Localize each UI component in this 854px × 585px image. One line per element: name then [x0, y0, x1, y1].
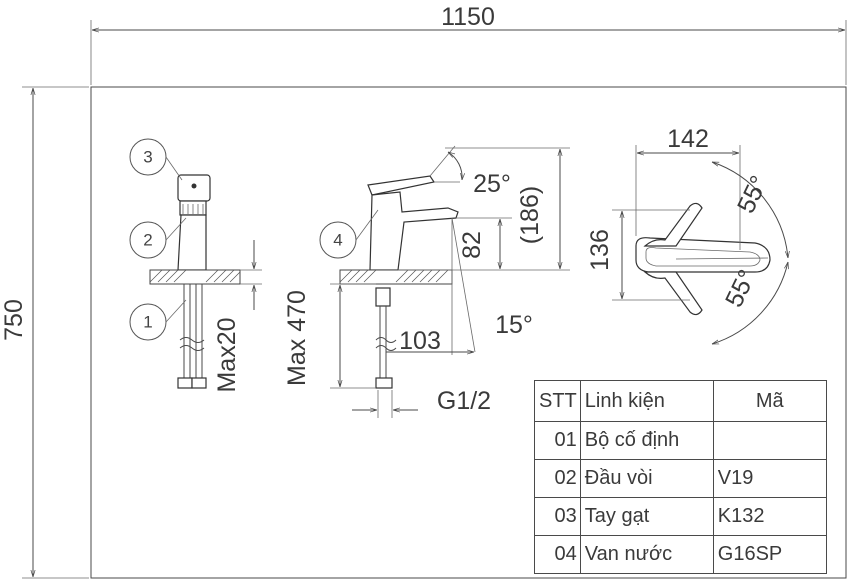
callout-1: 1: [129, 299, 187, 341]
overall-width-label: 1150: [441, 3, 495, 31]
table-row: 01 Bộ cố định: [534, 421, 827, 460]
spout-reach-label: 103: [399, 327, 441, 355]
cell-stt: 04: [534, 535, 581, 574]
cell-stt: 03: [534, 497, 581, 536]
svg-text:1: 1: [143, 313, 152, 332]
svg-text:4: 4: [333, 231, 342, 250]
lever-angle-label: 25°: [473, 170, 511, 198]
table-row: 04 Van nước G16SP: [534, 535, 827, 574]
cell-stt: 02: [534, 459, 581, 498]
cell-code: G16SP: [712, 535, 827, 574]
counter-thickness-label: Max20: [213, 317, 241, 392]
cell-code: [712, 421, 827, 460]
cell-name: Tay gạt: [579, 497, 714, 536]
overall-height-label: 750: [0, 299, 28, 341]
table-row: 02 Đầu vòi V19: [534, 459, 827, 498]
table-row: 03 Tay gạt K132: [534, 497, 827, 536]
svg-text:2: 2: [143, 231, 152, 250]
cell-code: K132: [712, 497, 827, 536]
thread-label: G1/2: [437, 387, 491, 415]
parts-table: STT Linh kiện Mã 01 Bộ cố định 02 Đầu vò…: [534, 380, 827, 574]
hose-length-label: Max 470: [283, 290, 311, 386]
header-code: Mã: [712, 380, 827, 422]
header-name: Linh kiện: [579, 380, 714, 422]
cell-name: Bộ cố định: [579, 421, 714, 460]
cell-name: Đầu vòi: [579, 459, 714, 498]
rotation-label-upper: 55°: [732, 171, 774, 217]
top-depth-label: 136: [586, 229, 614, 271]
svg-text:3: 3: [143, 148, 152, 167]
callout-3: 3: [129, 138, 183, 181]
cell-code: V19: [712, 459, 827, 498]
cell-stt: 01: [534, 421, 581, 460]
side-view: 25° (186) 82 103 15° Max 470 G1/2: [283, 145, 570, 418]
top-width-label: 142: [667, 125, 709, 153]
callout-4: 4: [319, 209, 379, 259]
callout-2: 2: [129, 217, 187, 259]
overall-width-dimension: 1150: [90, 3, 847, 85]
table-header-row: STT Linh kiện Mã: [534, 380, 827, 422]
top-view: 142 136 55° 55°: [586, 125, 788, 345]
spout-height-label: 82: [458, 231, 486, 259]
header-stt: STT: [534, 380, 581, 422]
front-view: Max20: [149, 174, 262, 393]
overall-height-dimension: 750: [0, 86, 89, 579]
drawing-frame: [90, 86, 847, 579]
body-height-label: (186): [516, 186, 544, 244]
spout-angle-label: 15°: [495, 311, 533, 339]
cell-name: Van nước: [579, 535, 714, 574]
